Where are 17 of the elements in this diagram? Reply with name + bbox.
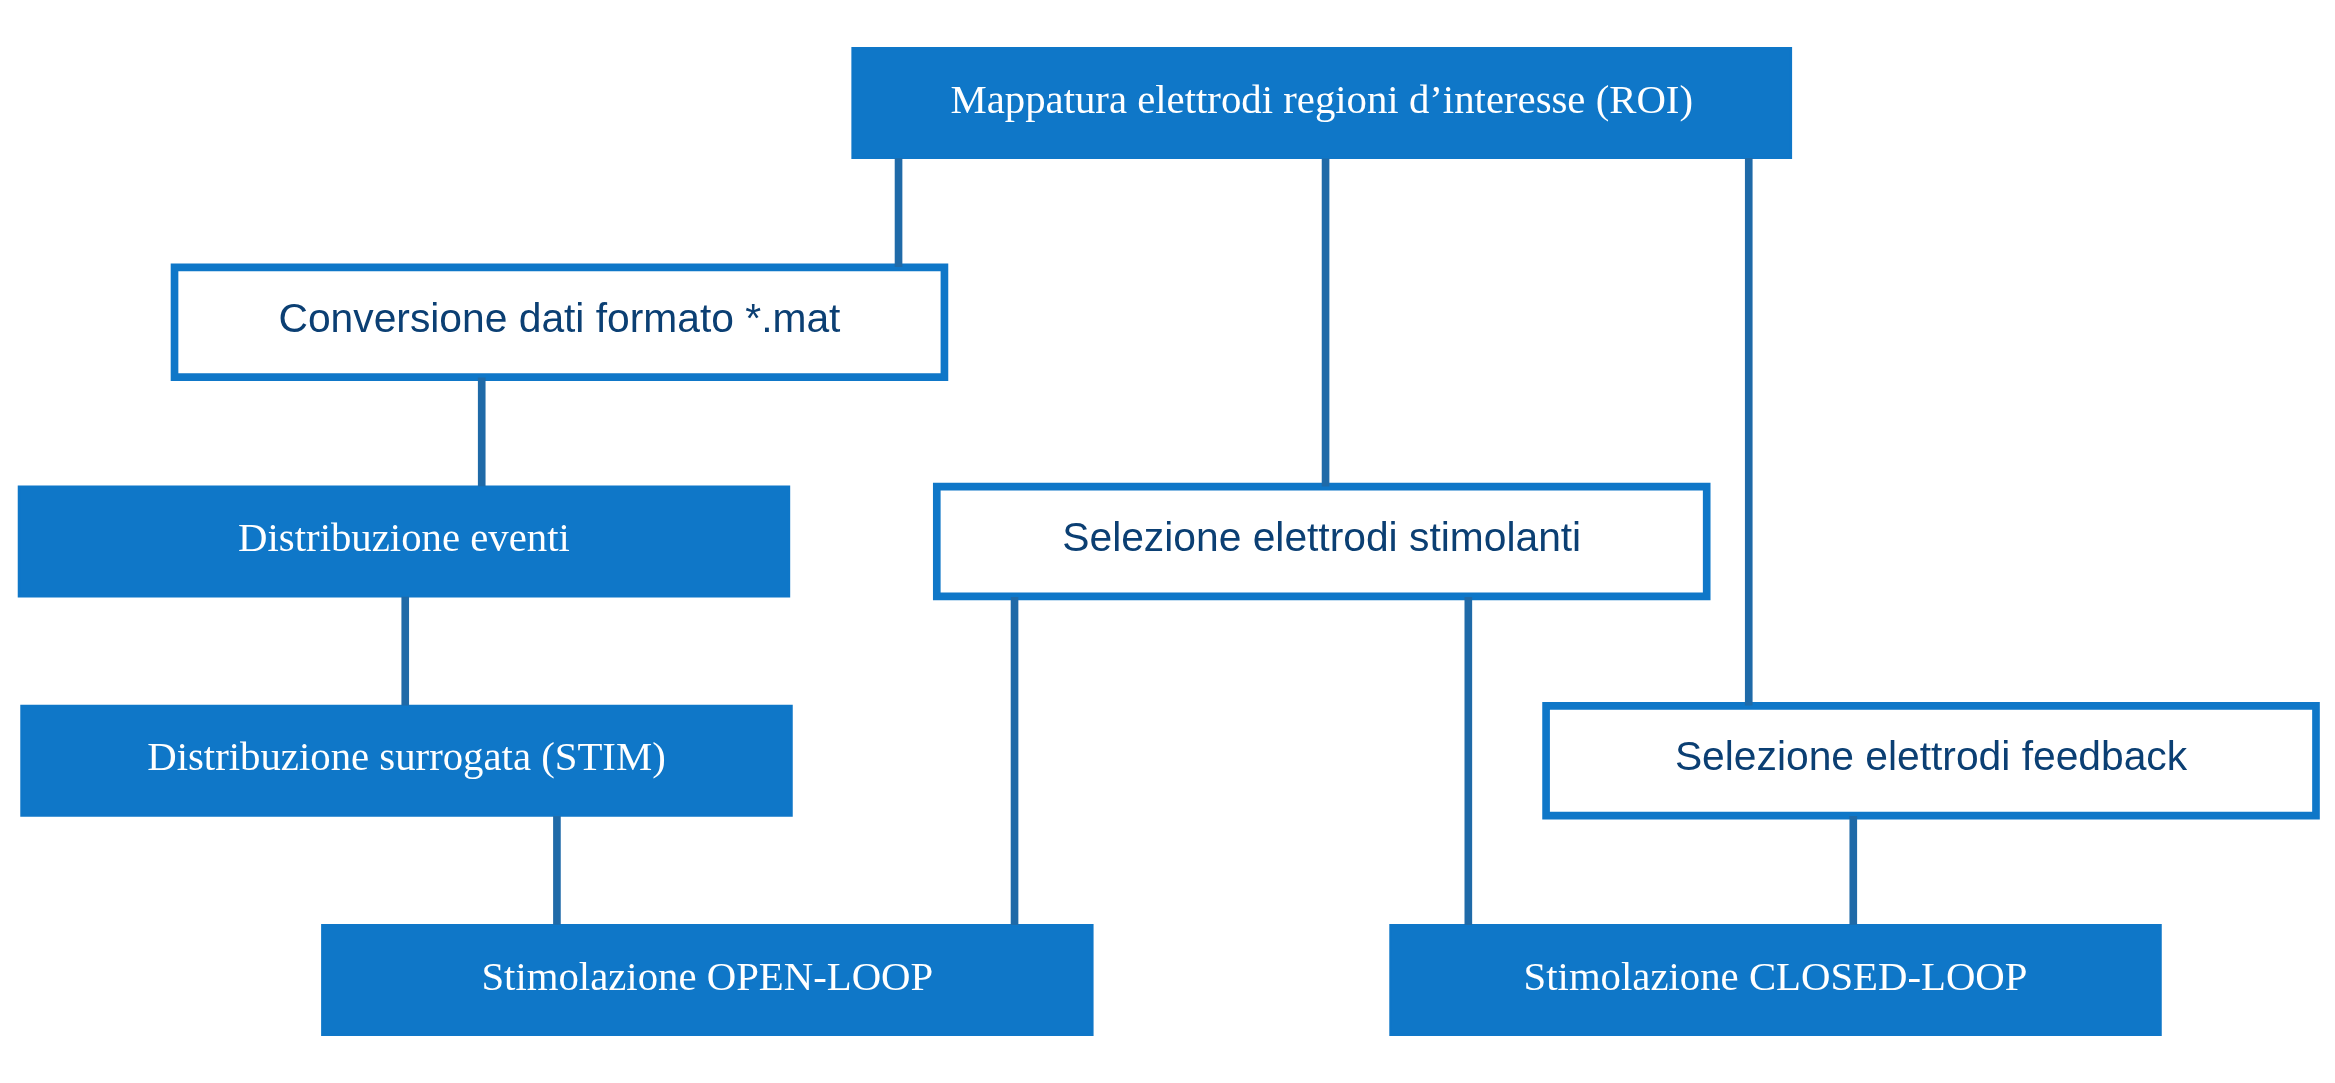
connector [1464,597,1473,925]
connector [1010,597,1019,925]
connector [1849,816,1858,925]
connector [894,158,903,267]
node-box: Selezione elettrodi stimolanti [932,482,1711,601]
node-box: Mappatura elettrodi regioni d’interesse (ROI) [851,46,1793,160]
node-box: Stimolazione OPEN-LOOP [321,923,1094,1037]
node-box: Stimolazione CLOSED-LOOP [1389,923,2162,1037]
connector [1744,157,1753,706]
node-box: Distribuzione surrogata (STIM) [20,704,793,817]
node-box: Selezione elettrodi feedback [1542,702,2320,820]
node-box: Conversione dati formato *.mat [170,263,949,381]
node-box: Distribuzione eventi [17,485,791,598]
connector [401,596,410,706]
connector [553,816,561,925]
connector [1321,158,1330,487]
connector [477,377,486,487]
